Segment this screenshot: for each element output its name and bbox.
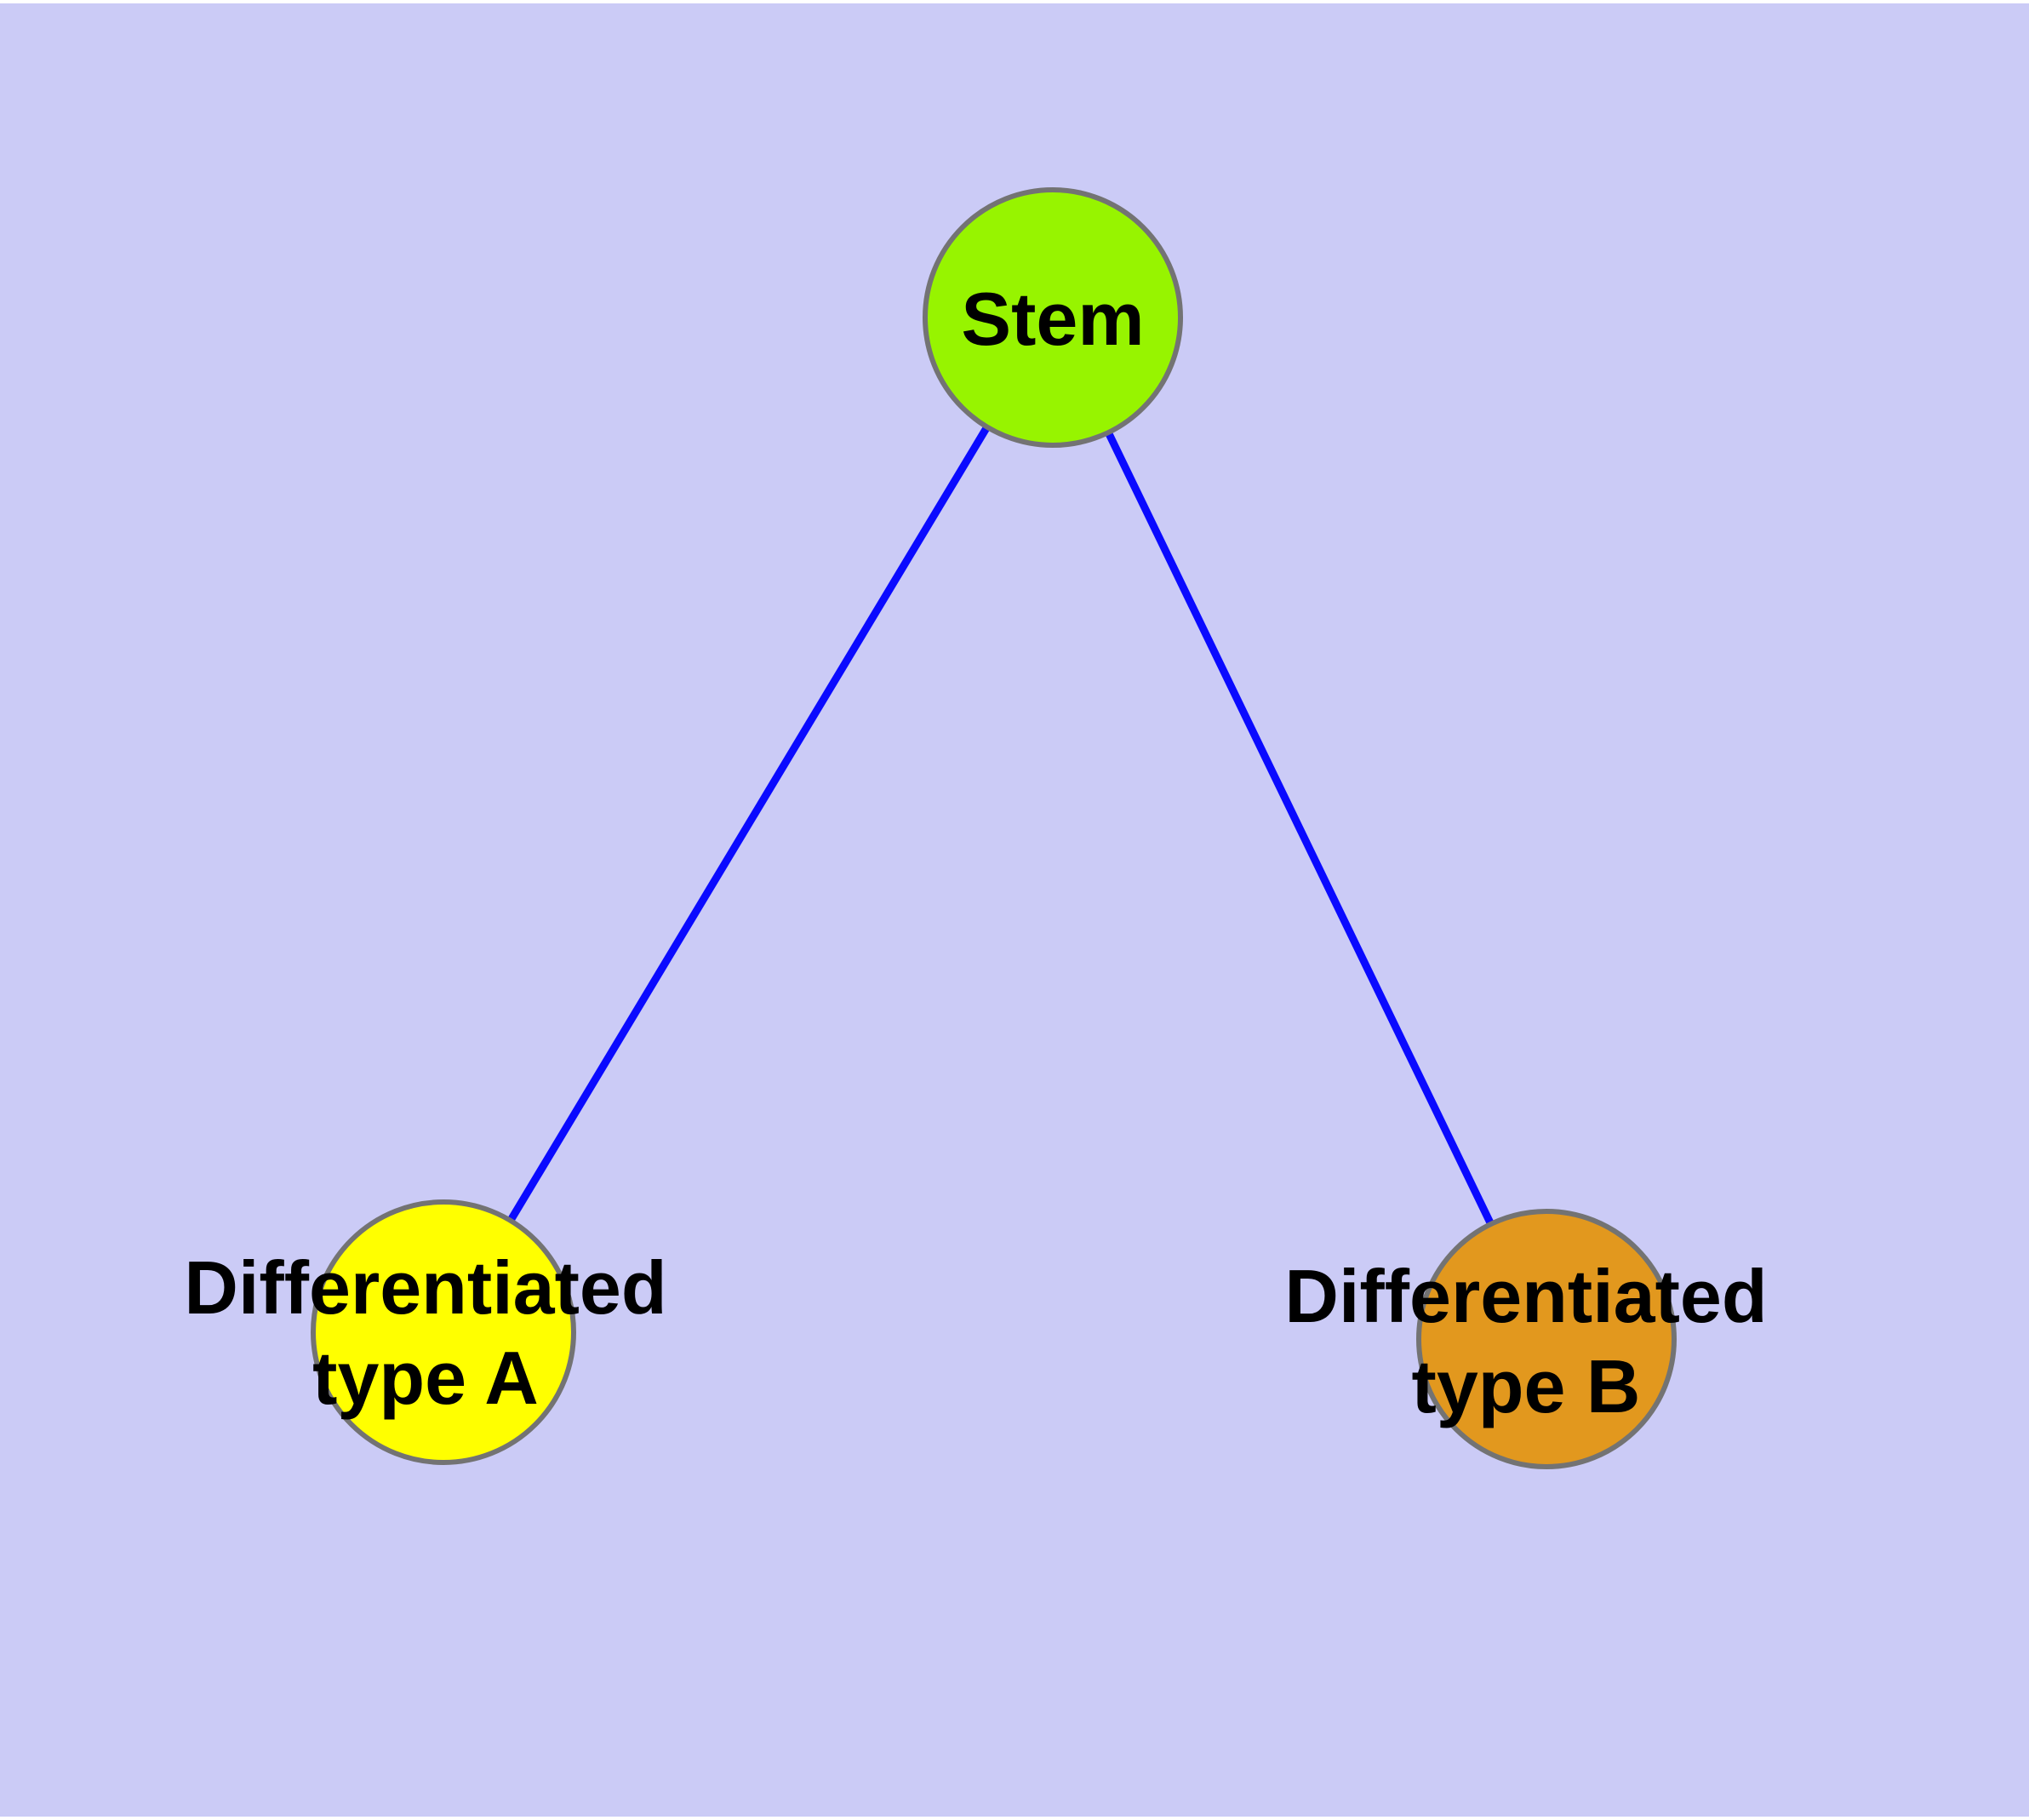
- node-label-stem: Stem: [961, 274, 1144, 364]
- edge-stem-to-type-b: [1049, 316, 1551, 1341]
- node-label-type-b-line1: Differentiated: [1284, 1254, 1768, 1338]
- edge-stem-to-type-a: [440, 315, 1056, 1335]
- node-label-type-a-line2: type A: [312, 1336, 539, 1420]
- node-label-differentiated-type-a: Differentiated type A: [184, 1243, 666, 1423]
- node-label-type-a-line1: Differentiated: [184, 1245, 667, 1330]
- node-label-differentiated-type-b: Differentiated type B: [1284, 1251, 1767, 1432]
- node-differentiated-type-b: [1416, 1209, 1677, 1469]
- node-label-type-b-line2: type B: [1411, 1344, 1641, 1428]
- node-label-stem-text: Stem: [961, 277, 1145, 361]
- node-differentiated-type-a: [311, 1199, 576, 1465]
- node-stem: [923, 187, 1183, 448]
